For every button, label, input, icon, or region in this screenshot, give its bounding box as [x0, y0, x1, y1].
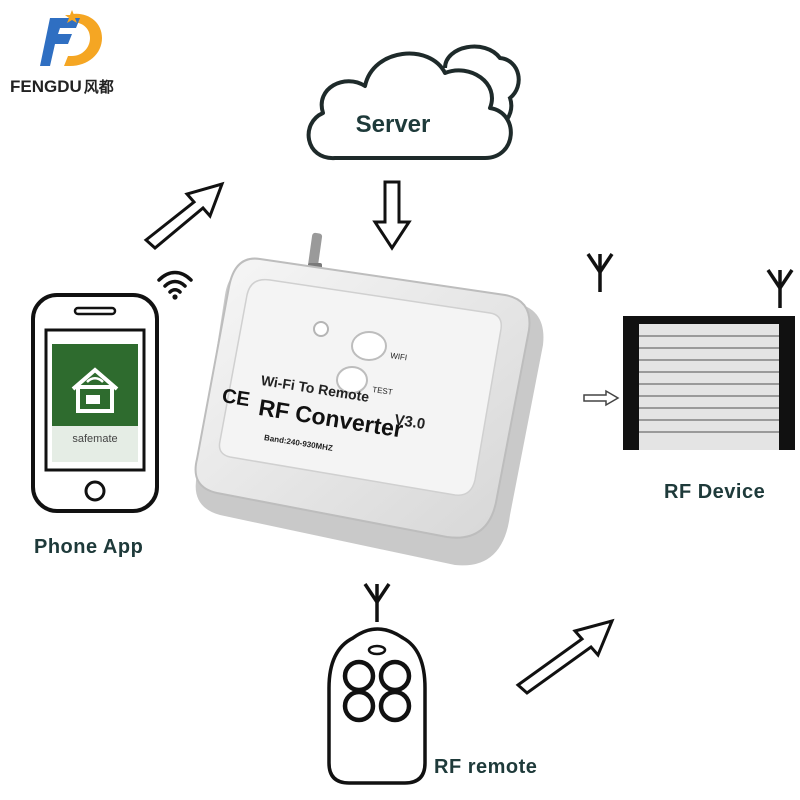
rf-device-label: RF Device — [664, 481, 766, 503]
product-version: V3.0 — [393, 411, 426, 433]
wifi-signal-icon — [157, 270, 193, 300]
shutter-slats — [639, 324, 779, 450]
app-name: safemate — [72, 433, 117, 445]
fengdu-logo-icon — [40, 10, 102, 66]
phone-device: safemate — [31, 293, 159, 513]
remote-button-2[interactable] — [378, 659, 412, 693]
hollow-arrow-icon — [515, 618, 615, 695]
rf-remote — [327, 583, 427, 785]
server-cloud: Server — [306, 44, 521, 161]
phone-app-label: Phone App — [34, 536, 144, 558]
hollow-arrow-icon — [143, 181, 225, 250]
safemate-app-icon — [71, 367, 119, 413]
wifi-button[interactable] — [351, 331, 387, 361]
remote-button-3[interactable] — [342, 689, 376, 723]
antenna-icon — [766, 269, 794, 308]
brand-name-cn: 风都 — [83, 78, 114, 96]
home-button — [84, 480, 106, 502]
remote-button-4[interactable] — [378, 689, 412, 723]
remote-buttons — [342, 659, 412, 723]
hollow-arrow-icon — [372, 180, 412, 251]
server-label: Server — [356, 111, 431, 138]
rf-device — [586, 253, 795, 450]
rf-remote-label: RF remote — [434, 756, 538, 778]
wifi-button-label: WIFI — [390, 351, 408, 362]
test-button-label: TEST — [372, 385, 394, 397]
antenna-icon — [586, 253, 614, 292]
ce-mark: CE — [220, 385, 251, 411]
test-button[interactable] — [336, 366, 368, 394]
antenna-icon — [363, 583, 391, 622]
hollow-arrow-icon — [583, 389, 620, 407]
brand-name: FENGDU — [10, 77, 82, 96]
rf-converter: WIFI TEST Wi-Fi To Remote V3.0 RF Conver… — [185, 225, 550, 575]
remote-button-1[interactable] — [342, 659, 376, 693]
status-led — [313, 321, 329, 337]
